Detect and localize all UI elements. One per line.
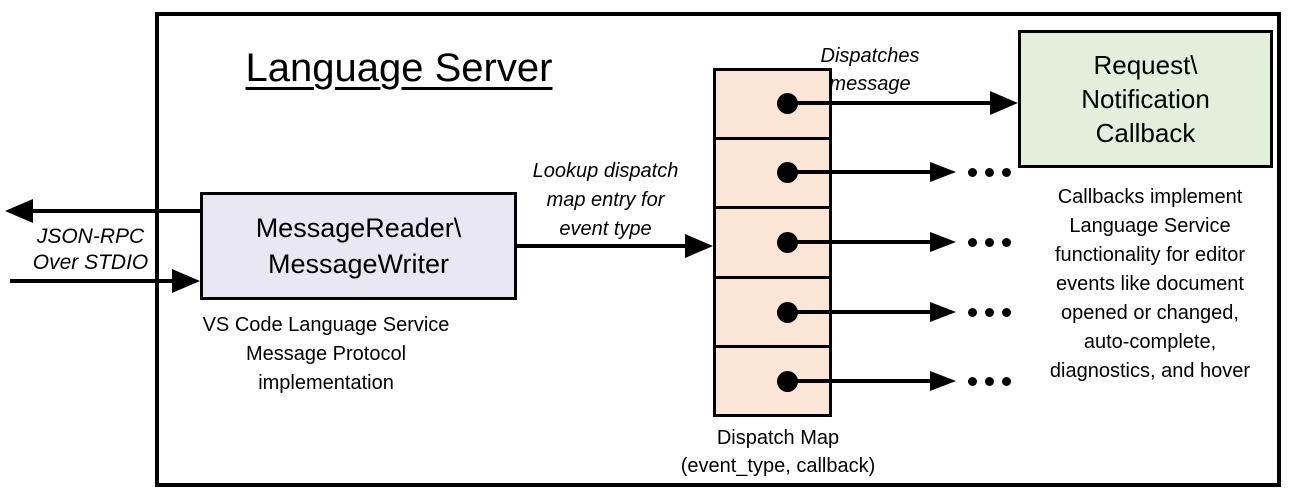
dispatches-label-line2: message [829, 73, 911, 95]
pointer-dot-4 [777, 302, 798, 323]
lookup-label-line2: map entry for [546, 189, 665, 211]
message-box-caption: VS Code Language Service Message Protoco… [178, 311, 474, 398]
request-notification-callback-box: Request\ Notification Callback [1018, 30, 1273, 168]
dispatch-arrow-line-3 [795, 240, 932, 244]
message-box-line2: MessageWriter [267, 249, 450, 279]
stdio-protocol-label-line1: JSON-RPC [36, 225, 145, 248]
dispatch-caption-line2: (event_type, callback) [680, 455, 876, 477]
ellipsis-icon-2 [968, 168, 1011, 177]
ellipsis-icon-3 [968, 238, 1011, 247]
lookup-arrow-line [517, 244, 687, 248]
callback-caption-line4: events like document [1056, 273, 1244, 295]
dispatch-arrowhead-icon-3 [930, 232, 956, 252]
lookup-arrowhead-icon [685, 234, 713, 258]
stdio-out-arrowhead-icon [5, 199, 33, 223]
dispatch-arrowhead-icon-5 [930, 371, 956, 391]
lookup-dispatch-label: Lookup dispatch map entry for event type [508, 157, 703, 244]
message-caption-line2: Message Protocol implementation [245, 343, 407, 394]
dispatch-slot-2 [716, 140, 829, 210]
callback-caption-line5: opened or changed, [1061, 302, 1239, 324]
dispatch-arrowhead-icon-2 [930, 162, 956, 182]
stdio-protocol-label: JSON-RPC Over STDIO [13, 224, 168, 276]
stdio-in-arrow-line [10, 279, 174, 283]
pointer-dot-3 [777, 232, 798, 253]
dispatches-label-line1: Dispatches [820, 45, 920, 67]
ellipsis-icon-5 [968, 377, 1011, 386]
stdio-out-arrow-line [31, 209, 200, 213]
dispatches-message-label: Dispatches message [795, 42, 945, 98]
callback-box-line1: Request\ [1093, 50, 1198, 80]
callback-caption-line7: diagnostics, and hover [1049, 360, 1251, 382]
dispatch-map-caption: Dispatch Map (event_type, callback) [658, 424, 898, 480]
ellipsis-icon-4 [968, 308, 1011, 317]
stdio-protocol-label-line2: Over STDIO [32, 251, 149, 274]
message-caption-line1: VS Code Language Service [202, 314, 450, 336]
callback-caption-line6: auto-complete, [1083, 331, 1217, 353]
callback-box-line3: Callback [1095, 118, 1196, 148]
dispatch-arrow-line-5 [795, 379, 932, 383]
message-box-line1: MessageReader\ [255, 213, 462, 243]
dispatch-caption-line1: Dispatch Map [716, 427, 840, 449]
dispatch-slot-1 [716, 71, 829, 141]
dispatch-slot-3 [716, 209, 829, 279]
callback-explanation-text: Callbacks implement Language Service fun… [1025, 183, 1275, 386]
dispatch-arrowhead-icon-4 [930, 302, 956, 322]
callback-caption-line2: Language Service [1069, 215, 1231, 237]
pointer-dot-2 [777, 162, 798, 183]
callback-caption-line1: Callbacks implement [1057, 186, 1243, 208]
callback-box-line2: Notification [1081, 84, 1210, 114]
pointer-dot-1 [777, 93, 798, 114]
language-server-container-box [155, 12, 1281, 487]
message-reader-writer-box: MessageReader\ MessageWriter [200, 192, 517, 300]
dispatch-arrow-line-4 [795, 310, 932, 314]
callback-caption-line3: functionality for editor [1054, 244, 1246, 266]
pointer-dot-5 [777, 371, 798, 392]
dispatch-slot-4 [716, 279, 829, 348]
lookup-label-line3: event type [559, 218, 652, 240]
dispatch-arrowhead-icon-1 [990, 91, 1018, 115]
dispatch-arrow-line-1 [795, 101, 992, 105]
lookup-label-line1: Lookup dispatch [532, 160, 679, 182]
stdio-in-arrowhead-icon [172, 269, 200, 293]
dispatch-arrow-line-2 [795, 170, 932, 174]
diagram-title: Language Server [245, 46, 553, 90]
